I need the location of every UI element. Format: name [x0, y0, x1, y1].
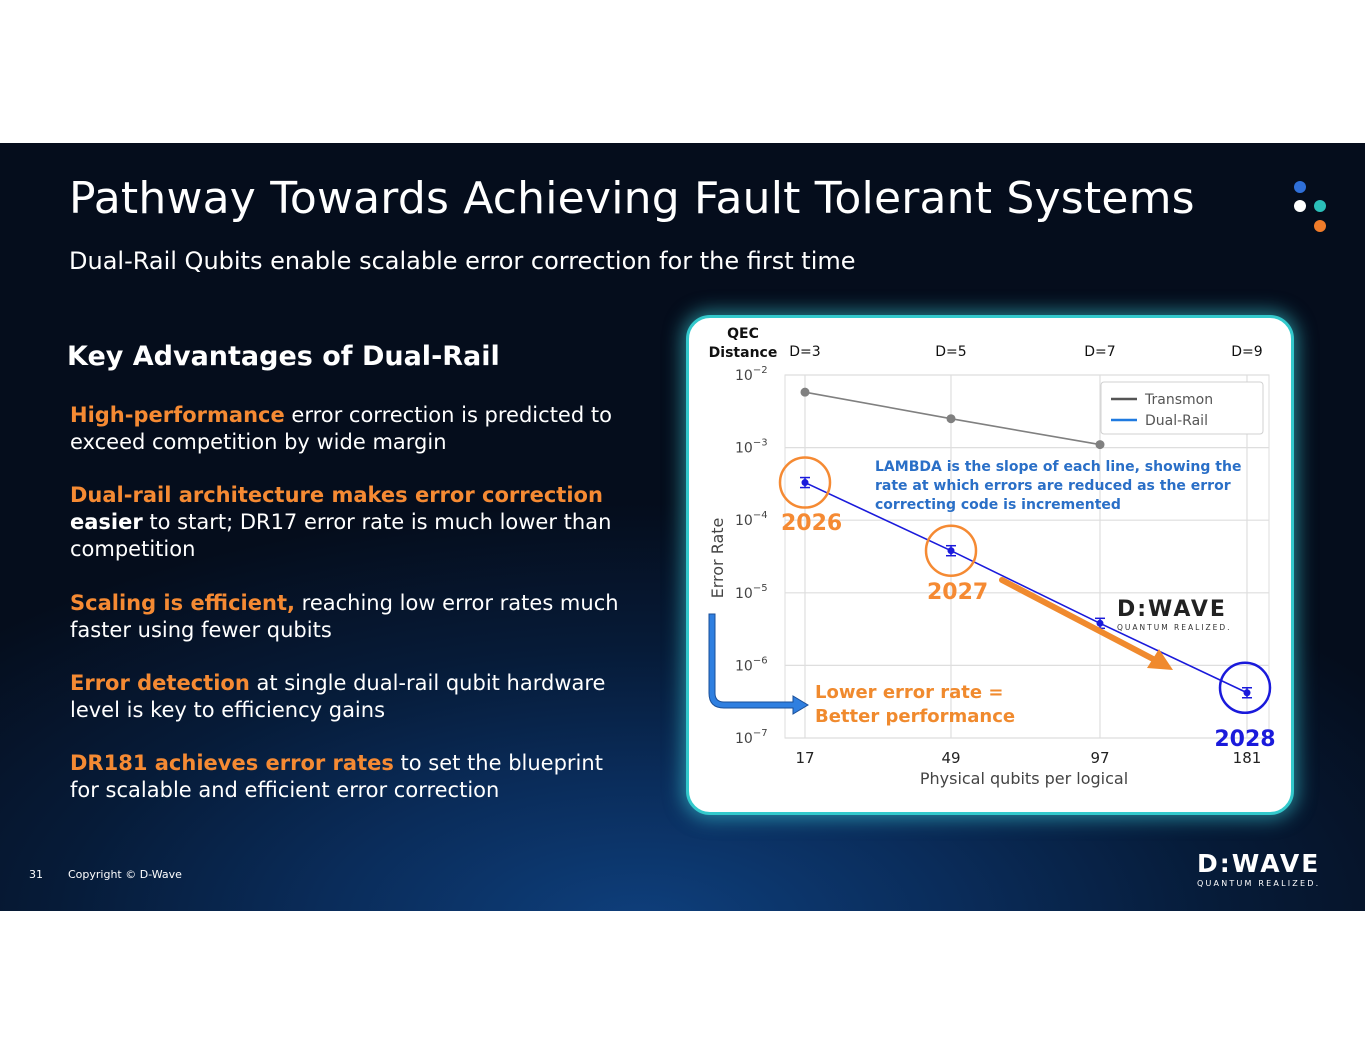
series-line-dual-rail	[804, 481, 1248, 694]
chart-series	[800, 387, 1252, 699]
bullet-text: to set the blueprint for scalable and ef…	[70, 751, 603, 802]
logo-tagline: QUANTUM REALIZED.	[1197, 879, 1320, 888]
year-label: 2028	[1214, 727, 1275, 752]
bullet-dr181: DR181 achieves error rates to set the bl…	[70, 750, 630, 804]
year-label: 2027	[927, 580, 988, 605]
distance-label: D=5	[935, 344, 966, 360]
bullet-high-performance: High-performance error correction is pre…	[70, 402, 630, 456]
qec-label-line1: QEC	[727, 326, 759, 342]
bullet-architecture: Dual-rail architecture makes error corre…	[70, 482, 630, 563]
x-tick-label: 181	[1233, 749, 1262, 767]
slide: Pathway Towards Achieving Fault Tolerant…	[0, 143, 1365, 911]
transmon-point	[1095, 440, 1105, 450]
legend-entry: Transmon	[1144, 392, 1213, 408]
lambda-note-line: rate at which errors are reduced as the …	[875, 478, 1231, 494]
year-highlight-circle	[924, 524, 978, 577]
y-tick-label: 10−5	[735, 583, 768, 602]
bullet-highlight: Scaling is efficient,	[70, 591, 295, 615]
x-tick-label: 17	[795, 749, 814, 767]
copyright: Copyright © D-Wave	[68, 868, 182, 881]
trend-arrow-head	[1147, 649, 1173, 670]
bullet-text: at single dual-rail qubit hardware level…	[70, 671, 606, 722]
distance-label: D=9	[1231, 344, 1262, 360]
year-highlight-circle	[778, 456, 832, 509]
year-label: 2026	[781, 511, 842, 536]
bullet-text: reaching low error rates much faster usi…	[70, 591, 619, 642]
bullet-text: to start; DR17 error rate is much lower …	[70, 510, 612, 561]
qec-label-line2: Distance	[709, 345, 778, 361]
bullet-highlight: Error detection	[70, 671, 250, 695]
legend-entry: Dual-Rail	[1145, 413, 1208, 429]
y-tick-label: 10−7	[735, 728, 768, 747]
plot-area	[784, 374, 1270, 739]
bullet-highlight: Dual-rail architecture makes error corre…	[70, 483, 603, 507]
page-number: 31	[29, 868, 43, 881]
dual-rail-point	[947, 547, 955, 555]
transmon-point	[800, 387, 810, 397]
y-tick-label: 10−2	[735, 365, 768, 384]
bullet-text: error correction is predicted to exceed …	[70, 403, 612, 454]
transmon-point	[946, 414, 956, 424]
elbow-arrow-icon	[708, 613, 809, 715]
x-tick-label: 97	[1090, 749, 1109, 767]
lambda-note-line: LAMBDA is the slope of each line, showin…	[875, 459, 1241, 475]
dwave-logo: D:WAVE QUANTUM REALIZED.	[1197, 849, 1320, 888]
chart-grid	[784, 374, 1270, 739]
chart-logo-wordmark: D:WAVE	[1117, 597, 1227, 622]
y-tick-label: 10−4	[735, 510, 768, 529]
logo-wordmark: D:WAVE	[1197, 849, 1320, 878]
trend-arrow-shaft	[999, 577, 1158, 663]
dual-rail-point	[801, 479, 809, 487]
y-tick-label: 10−6	[735, 655, 768, 674]
slide-subtitle: Dual-Rail Qubits enable scalable error c…	[69, 247, 856, 275]
legend-box	[1100, 381, 1264, 435]
advantages-heading: Key Advantages of Dual-Rail	[67, 341, 500, 372]
dwave-dots-icon	[1294, 181, 1326, 232]
y-tick-label: 10−3	[735, 438, 768, 457]
bullet-bold: easier	[70, 510, 143, 534]
y-axis-title: Error Rate	[708, 518, 727, 599]
dual-rail-point	[1096, 619, 1104, 627]
chart-logo-tagline: QUANTUM REALIZED.	[1117, 623, 1232, 632]
lambda-note-line: correcting code is incremented	[875, 497, 1121, 513]
year-highlight-circle	[1218, 661, 1272, 715]
bullet-error-detection: Error detection at single dual-rail qubi…	[70, 670, 630, 724]
arrow-note-line1: Lower error rate =	[815, 682, 1003, 703]
distance-label: D=7	[1084, 344, 1115, 360]
arrow-note-line2: Better performance	[815, 706, 1015, 727]
x-tick-label: 49	[941, 749, 960, 767]
bullet-highlight: High-performance	[70, 403, 285, 427]
slide-title: Pathway Towards Achieving Fault Tolerant…	[69, 173, 1195, 224]
bullet-scaling: Scaling is efficient, reaching low error…	[70, 590, 630, 644]
distance-label: D=3	[789, 344, 820, 360]
bullet-highlight: DR181 achieves error rates	[70, 751, 394, 775]
x-axis-title: Physical qubits per logical	[920, 769, 1128, 788]
dual-rail-point	[1243, 689, 1251, 697]
